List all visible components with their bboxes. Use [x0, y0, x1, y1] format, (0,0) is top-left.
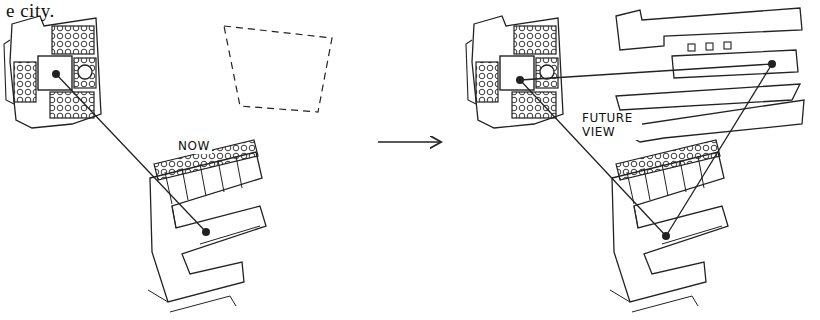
view-label: NOW [176, 140, 212, 154]
cropped-heading: e city. [4, 0, 57, 22]
view-label: FUTURE VIEW [580, 112, 642, 140]
